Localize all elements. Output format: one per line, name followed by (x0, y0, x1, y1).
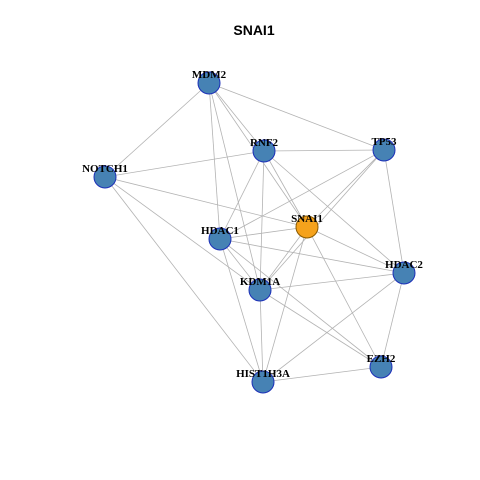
edge-snai1-hist1h3a (262, 226, 308, 383)
node-mdm2: MDM2 (192, 69, 227, 95)
edge-rnf2-snai1 (263, 150, 308, 228)
node-label-notch1: NOTCH1 (82, 163, 128, 175)
node-circle-hdac2 (392, 261, 416, 285)
node-label-ezh2: EZH2 (367, 353, 396, 365)
edge-snai1-ezh2 (306, 226, 382, 368)
node-label-rnf2: RNF2 (250, 137, 279, 149)
edge-mdm2-tp53 (208, 82, 385, 151)
node-circle-hdac1 (208, 227, 232, 251)
node-circle-ezh2 (369, 355, 393, 379)
edge-kdm1a-hist1h3a (259, 289, 264, 383)
node-rnf2: RNF2 (250, 137, 279, 163)
edge-kdm1a-ezh2 (259, 289, 382, 368)
node-label-tp53: TP53 (371, 136, 397, 148)
edge-notch1-kdm1a (104, 176, 261, 291)
node-label-hdac1: HDAC1 (201, 225, 239, 237)
node-label-kdm1a: KDM1A (240, 276, 280, 288)
node-notch1: NOTCH1 (82, 163, 128, 189)
edge-notch1-hist1h3a (104, 176, 264, 383)
edge-hist1h3a-ezh2 (262, 366, 382, 383)
edge-kdm1a-hdac2 (259, 272, 405, 291)
node-circle-rnf2 (252, 139, 276, 163)
node-circle-tp53 (372, 138, 396, 162)
edge-notch1-rnf2 (104, 150, 265, 178)
node-kdm1a: KDM1A (240, 276, 280, 302)
edge-notch1-snai1 (104, 176, 308, 228)
node-circle-mdm2 (197, 71, 221, 95)
node-circle-kdm1a (248, 278, 272, 302)
edge-hdac1-snai1 (219, 226, 308, 240)
edge-layer (104, 82, 405, 383)
node-hdac1: HDAC1 (201, 225, 239, 251)
node-circle-notch1 (93, 165, 117, 189)
node-hdac2: HDAC2 (385, 259, 423, 285)
node-snai1: SNAI1 (291, 213, 323, 239)
edge-rnf2-hdac2 (263, 150, 405, 274)
node-tp53: TP53 (371, 136, 397, 162)
node-hist1h3a: HIST1H3A (236, 368, 290, 394)
edge-mdm2-kdm1a (208, 82, 261, 291)
edge-mdm2-hdac1 (208, 82, 221, 240)
edge-mdm2-notch1 (104, 82, 210, 178)
node-circle-snai1 (295, 215, 319, 239)
edge-tp53-hdac1 (219, 149, 385, 240)
edge-tp53-snai1 (306, 149, 385, 228)
node-ezh2: EZH2 (367, 353, 396, 379)
edge-rnf2-kdm1a (259, 150, 265, 291)
node-label-hdac2: HDAC2 (385, 259, 423, 271)
edge-hdac1-hdac2 (219, 238, 405, 274)
diagram-title: SNAI1 (233, 22, 274, 38)
edge-tp53-hdac2 (383, 149, 405, 274)
edge-snai1-hdac2 (306, 226, 405, 274)
edge-rnf2-tp53 (263, 149, 385, 152)
edge-hdac1-hist1h3a (219, 238, 264, 383)
edge-hdac1-ezh2 (219, 238, 382, 368)
edge-tp53-kdm1a (259, 149, 385, 291)
node-label-hist1h3a: HIST1H3A (236, 368, 290, 380)
edge-hdac2-ezh2 (380, 272, 405, 368)
edge-rnf2-hdac1 (219, 150, 265, 240)
edge-snai1-kdm1a (259, 226, 308, 291)
node-label-mdm2: MDM2 (192, 69, 227, 81)
node-circle-hist1h3a (251, 370, 275, 394)
node-label-snai1: SNAI1 (291, 213, 323, 225)
edge-mdm2-rnf2 (208, 82, 265, 152)
edge-hdac2-hist1h3a (262, 272, 405, 383)
